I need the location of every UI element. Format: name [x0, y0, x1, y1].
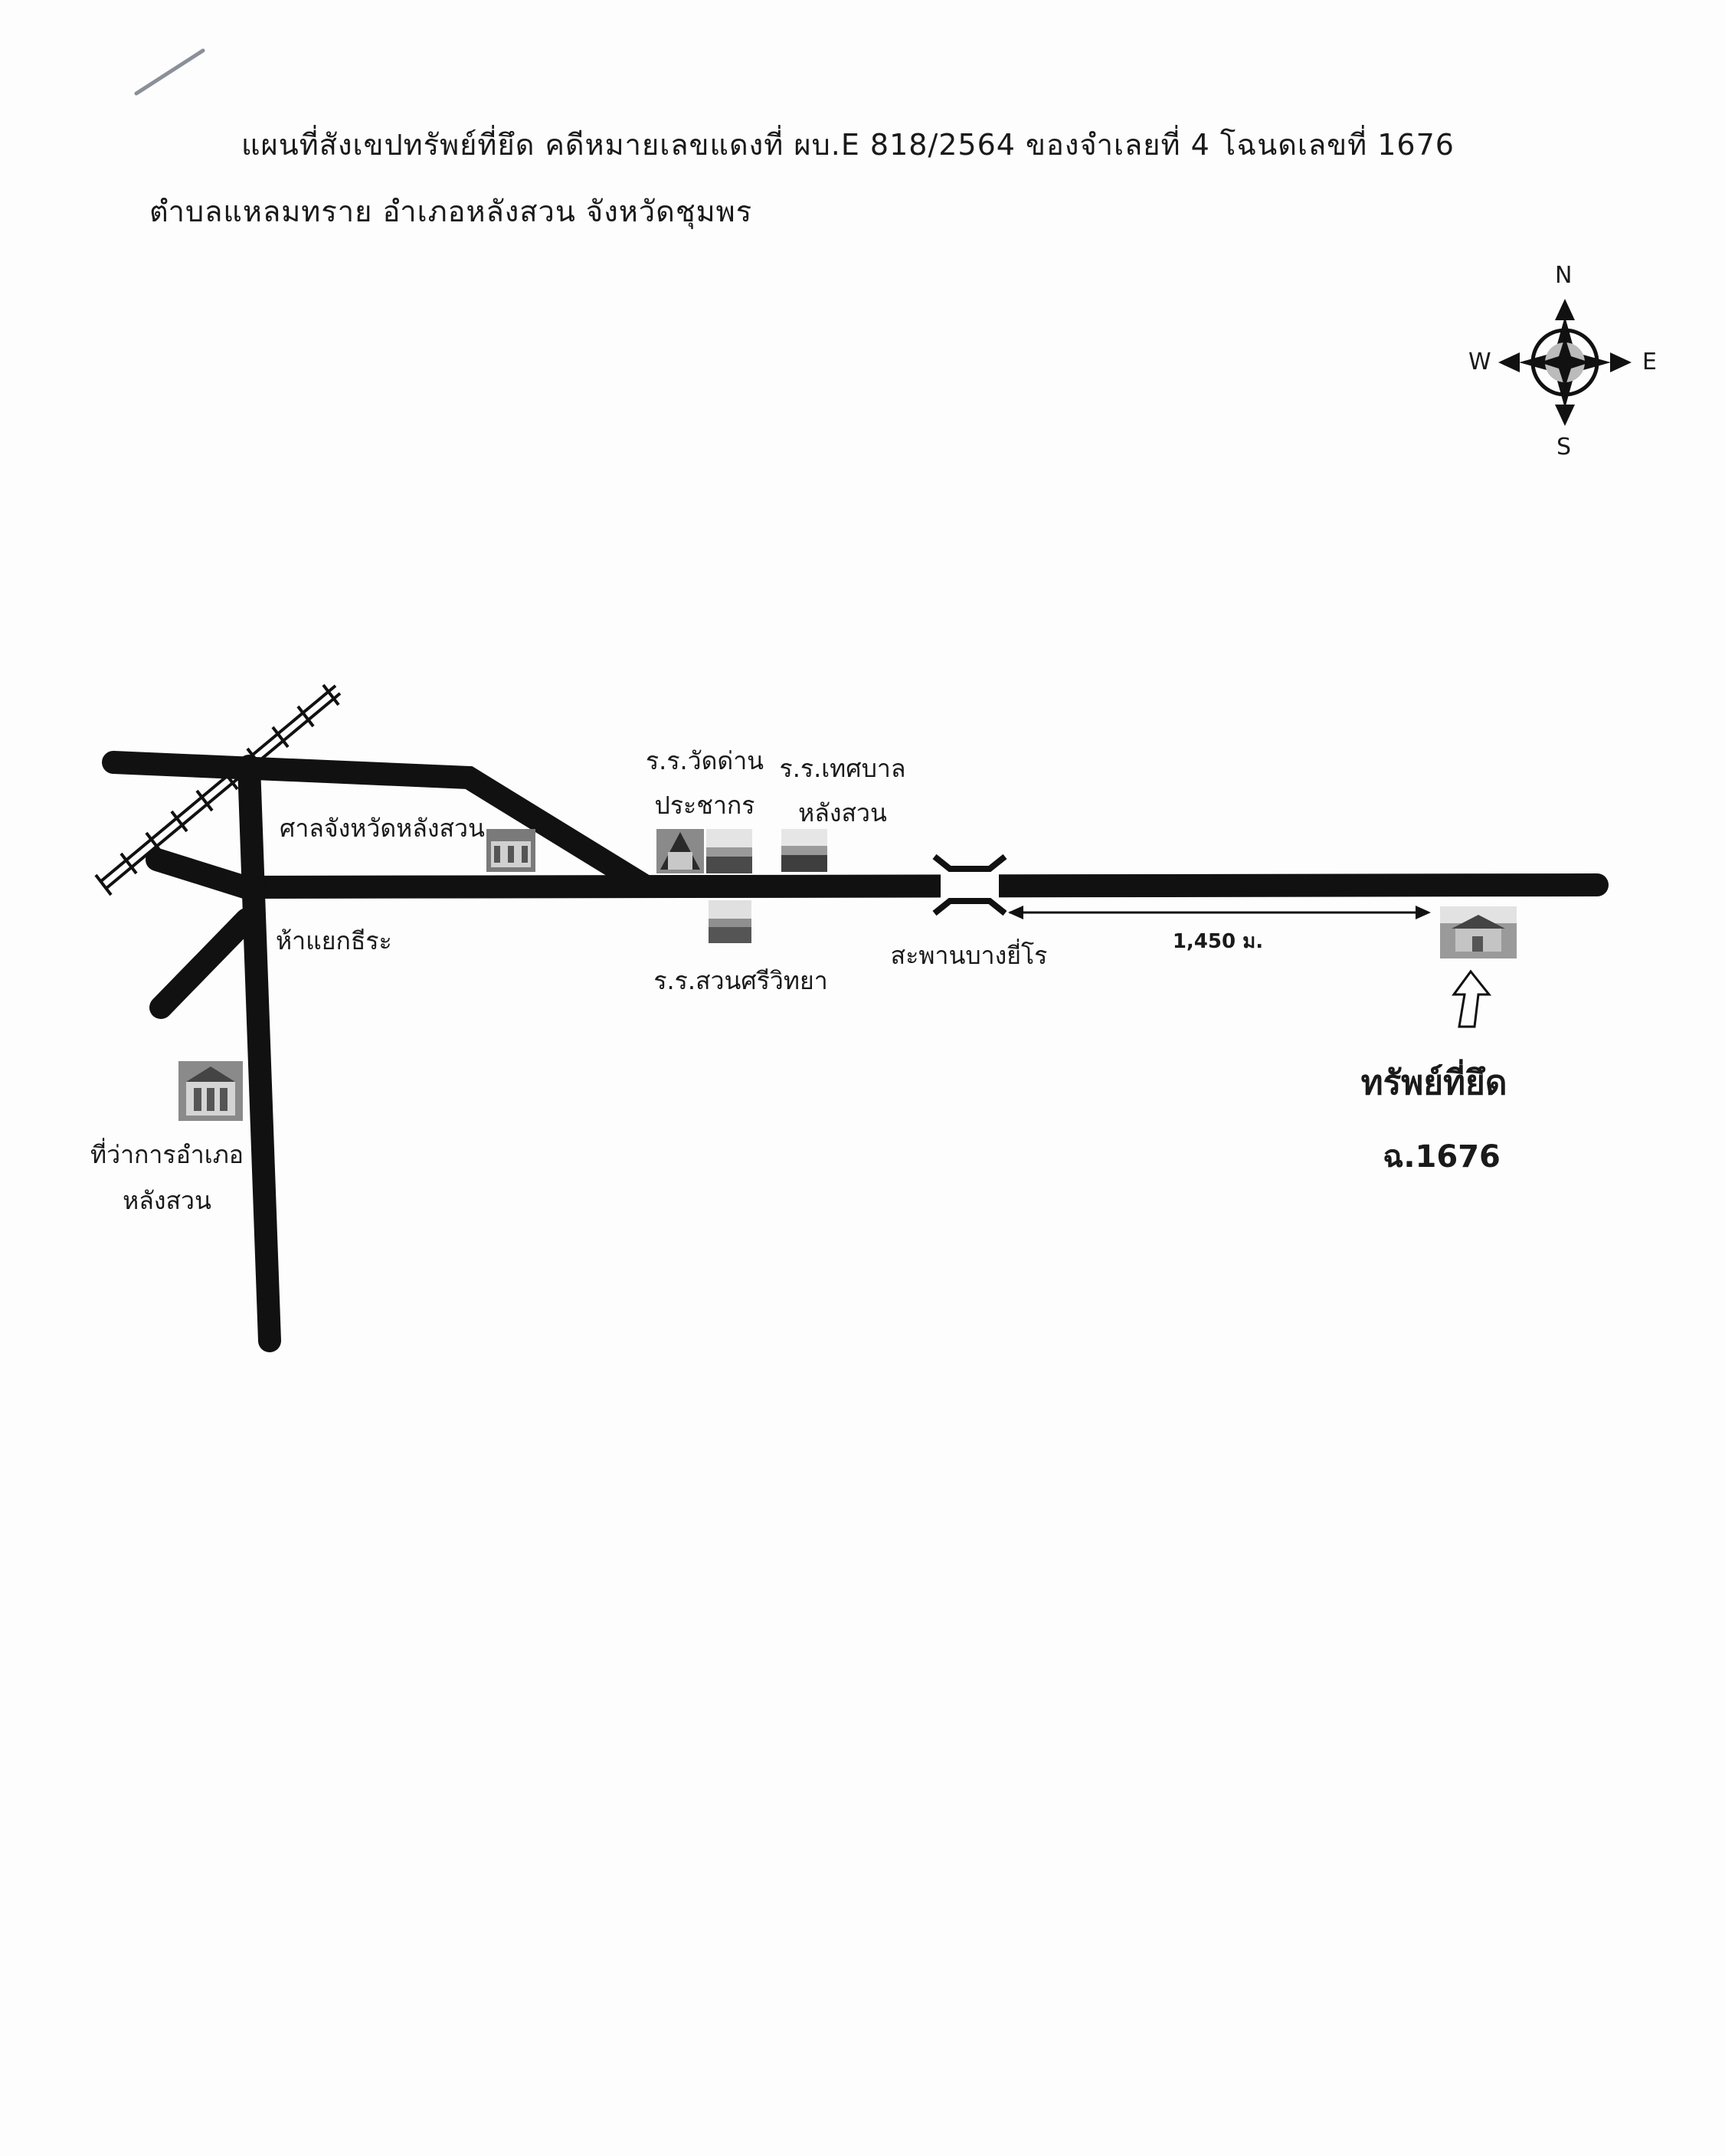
suansri-school-photo-icon: [709, 900, 751, 943]
municipal-school-photo-icon: [781, 829, 827, 872]
pen-mark: [134, 48, 205, 96]
branch-road-west: [146, 848, 257, 899]
distance-label: 1,450 ม.: [1172, 930, 1264, 953]
main-road: [234, 873, 1609, 899]
district-office-label-1: ที่ว่าการอำเภอ: [90, 1140, 244, 1169]
compass-rose-icon: [1498, 299, 1632, 426]
railway-line: [94, 683, 342, 896]
compass-east-label: E: [1642, 349, 1657, 375]
vertical-road: [237, 755, 281, 1352]
district-office-label-2: หลังสวน: [123, 1186, 211, 1215]
bridge-label: สะพานบางยี่โร: [890, 941, 1048, 970]
school-municipal-label-1: ร.ร.เทศบาล: [779, 754, 906, 783]
court-label: ศาลจังหวัดหลังสวน: [280, 814, 485, 843]
compass-south-label: S: [1556, 434, 1572, 460]
bridge-symbol-icon: [932, 854, 1007, 916]
branch-road-southwest: [149, 908, 258, 1019]
property-pointer-arrow-icon: [1452, 969, 1492, 1028]
intersection-label: ห้าแยกธีระ: [276, 926, 392, 955]
school-watdan-label-2: ประชากร: [654, 791, 755, 820]
map-title-line-2: ตำบลแหลมทราย อำเภอหลังสวน จังหวัดชุมพร: [149, 195, 753, 228]
temple-school-photo-icon: [656, 829, 704, 873]
distance-arrow: [1008, 906, 1431, 919]
school-watdan-label-1: ร.ร.วัดด่าน: [645, 746, 764, 775]
compass-north-label: N: [1555, 262, 1573, 289]
road-network: [102, 751, 1609, 1352]
upper-road: [102, 751, 655, 896]
district-office-photo-icon: [178, 1061, 243, 1121]
compass-west-label: W: [1468, 349, 1491, 375]
school-municipal-label-2: หลังสวน: [798, 798, 887, 827]
school-watdan-photo-icon: [706, 829, 752, 873]
property-house-photo-icon: [1440, 906, 1517, 958]
map-title-line-1: แผนที่สังเขปทรัพย์ที่ยึด คดีหมายเลขแดงที…: [241, 128, 1455, 162]
deed-number-label: ฉ.1676: [1383, 1139, 1501, 1175]
school-suansri-label: ร.ร.สวนศรีวิทยา: [653, 966, 828, 995]
property-label: ทรัพย์ที่ยึด: [1360, 1063, 1507, 1103]
court-photo-icon: [486, 829, 535, 872]
